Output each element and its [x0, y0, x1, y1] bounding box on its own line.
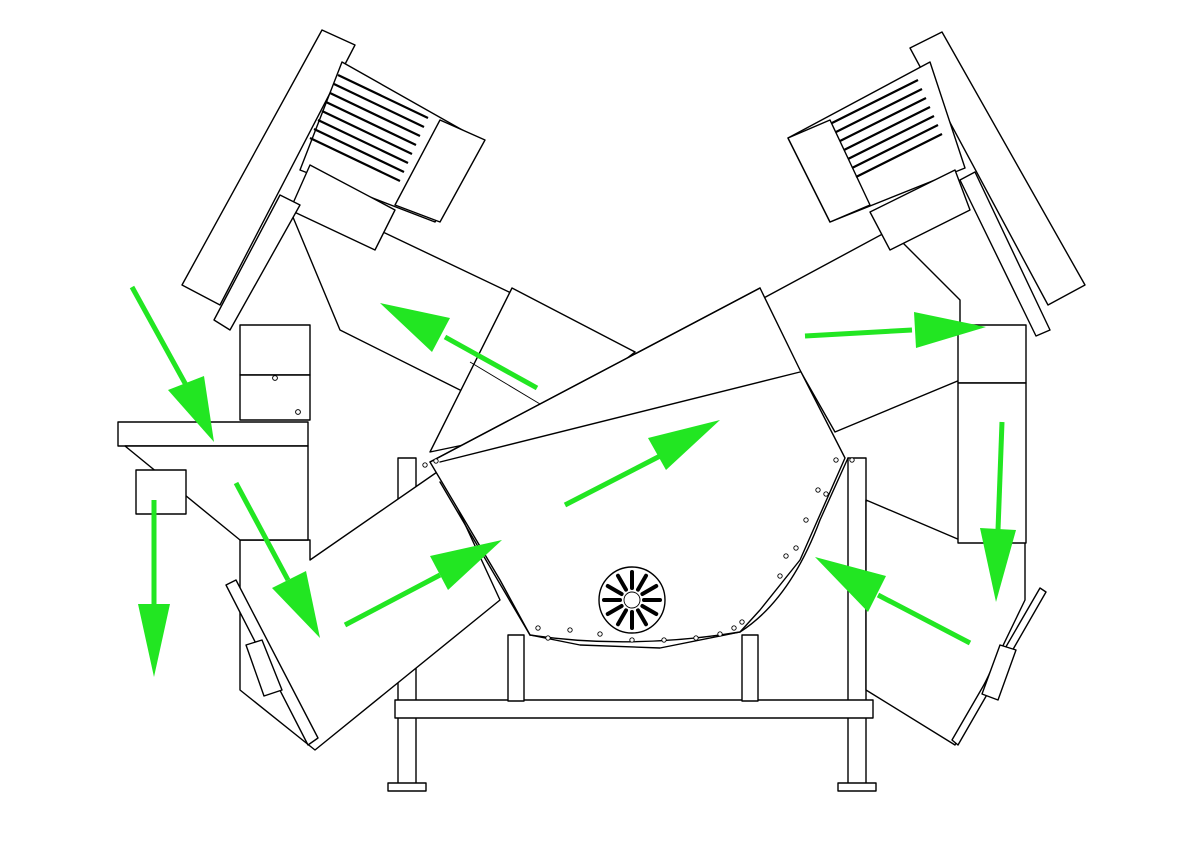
left-motor-fins — [309, 74, 429, 182]
rotor-blade — [616, 608, 628, 627]
right-bottom-flange — [951, 587, 1047, 746]
flow-arrow-right-return — [815, 557, 972, 646]
rotor-blade — [605, 584, 624, 596]
rotor-blade — [640, 604, 659, 616]
flow-arrow-inlet-down — [129, 285, 214, 442]
left-inlet-hopper — [117, 324, 311, 541]
rotor-blade — [636, 573, 648, 592]
flow-arrow-drop-left — [138, 500, 170, 677]
flow-arrow-into-lower-duct — [233, 481, 320, 638]
flow-arrow-chamber-up — [563, 420, 720, 508]
flow-arrow-left-duct-up — [380, 303, 539, 391]
right-motor — [787, 31, 1086, 337]
chamber-bolts — [422, 457, 855, 643]
flow-arrow-right-top — [804, 312, 986, 348]
rotor-blade — [616, 573, 628, 592]
rotor-fan — [598, 566, 666, 634]
right-motor-fins — [831, 79, 943, 178]
left-bottom-flange — [225, 579, 319, 746]
rotor-blade — [605, 604, 624, 616]
flow-arrows — [129, 285, 1016, 677]
flow-arrow-right-down — [980, 421, 1016, 602]
rotor-blade — [640, 584, 659, 596]
rotor-blade — [636, 608, 648, 627]
flow-arrow-lower-duct-up — [343, 540, 502, 628]
right-outlet-column — [957, 324, 1027, 544]
left-motor — [181, 29, 486, 331]
